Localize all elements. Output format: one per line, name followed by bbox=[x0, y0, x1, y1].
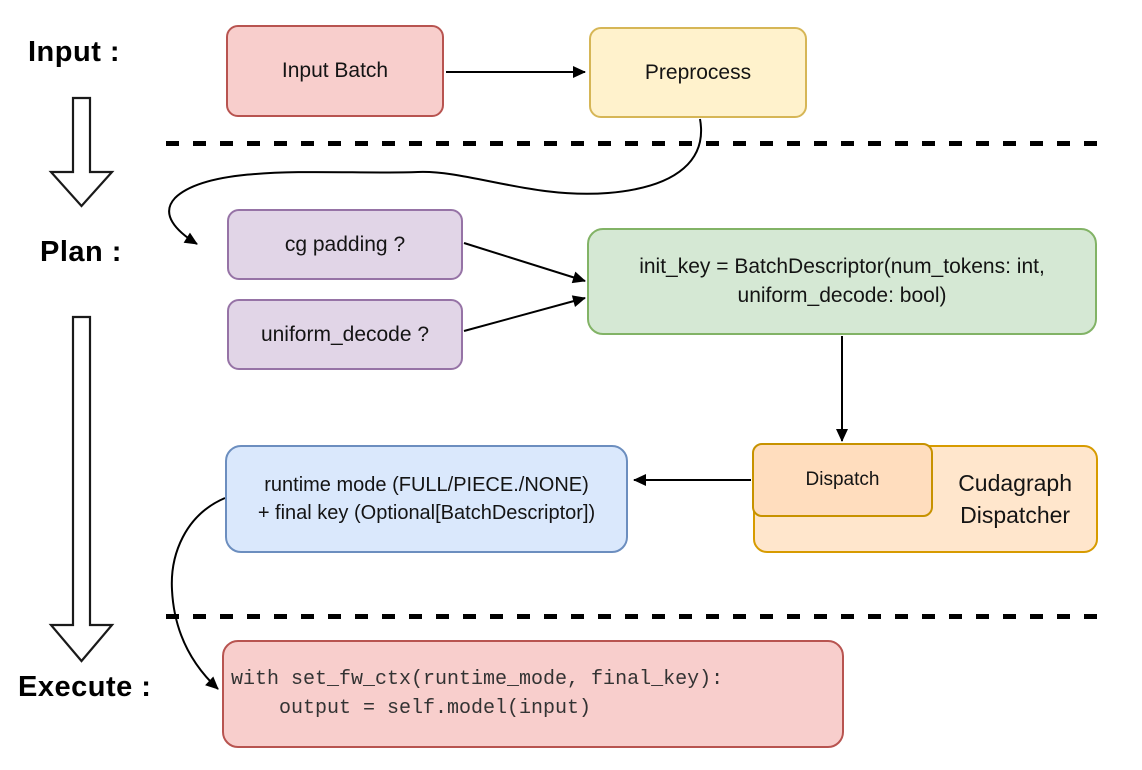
node-input-batch-label: Input Batch bbox=[281, 59, 389, 83]
node-init-key: init_key = BatchDescriptor(num_tokens: i… bbox=[587, 228, 1097, 335]
node-execute-code: with set_fw_ctx(runtime_mode, final_key)… bbox=[222, 640, 844, 748]
arrow-cgpadding-to-initkey bbox=[463, 242, 586, 284]
stage-flow-arrow-plan-to-execute bbox=[48, 315, 115, 663]
arrow-uniformdecode-to-initkey bbox=[463, 295, 586, 332]
node-uniform-decode: uniform_decode ? bbox=[227, 299, 463, 370]
stage-flow-arrow-input-to-plan bbox=[48, 96, 115, 208]
curve-runtimemode-to-executecode bbox=[170, 497, 226, 690]
node-preprocess-label: Preprocess bbox=[644, 60, 752, 84]
stage-label-input: Input : bbox=[28, 36, 121, 68]
node-dispatch: Dispatch bbox=[752, 443, 933, 517]
execute-code-line1: with set_fw_ctx(runtime_mode, final_key)… bbox=[231, 668, 724, 691]
execute-code-line2: output = self.model(input) bbox=[231, 697, 592, 720]
stage-label-execute: Execute : bbox=[18, 671, 152, 703]
node-uniform-decode-label: uniform_decode ? bbox=[260, 322, 430, 346]
node-cg-padding-label: cg padding ? bbox=[284, 232, 406, 256]
node-preprocess: Preprocess bbox=[589, 27, 807, 118]
node-dispatch-label: Dispatch bbox=[805, 468, 880, 490]
node-runtime-mode: runtime mode (FULL/PIECE./NONE) + final … bbox=[225, 445, 628, 553]
node-cudagraph-dispatcher-line1: Cudagraph bbox=[958, 469, 1072, 496]
node-cudagraph-dispatcher-line2: Dispatcher bbox=[960, 502, 1071, 528]
node-init-key-line1: init_key = BatchDescriptor(num_tokens: i… bbox=[639, 255, 1045, 279]
node-init-key-line2: uniform_decode: bool) bbox=[737, 283, 947, 307]
stage-label-plan: Plan : bbox=[40, 236, 122, 268]
node-cg-padding: cg padding ? bbox=[227, 209, 463, 280]
node-runtime-mode-line2: + final key (Optional[BatchDescriptor]) bbox=[257, 502, 596, 524]
node-runtime-mode-line1: runtime mode (FULL/PIECE./NONE) bbox=[264, 474, 589, 496]
node-input-batch: Input Batch bbox=[226, 25, 444, 117]
